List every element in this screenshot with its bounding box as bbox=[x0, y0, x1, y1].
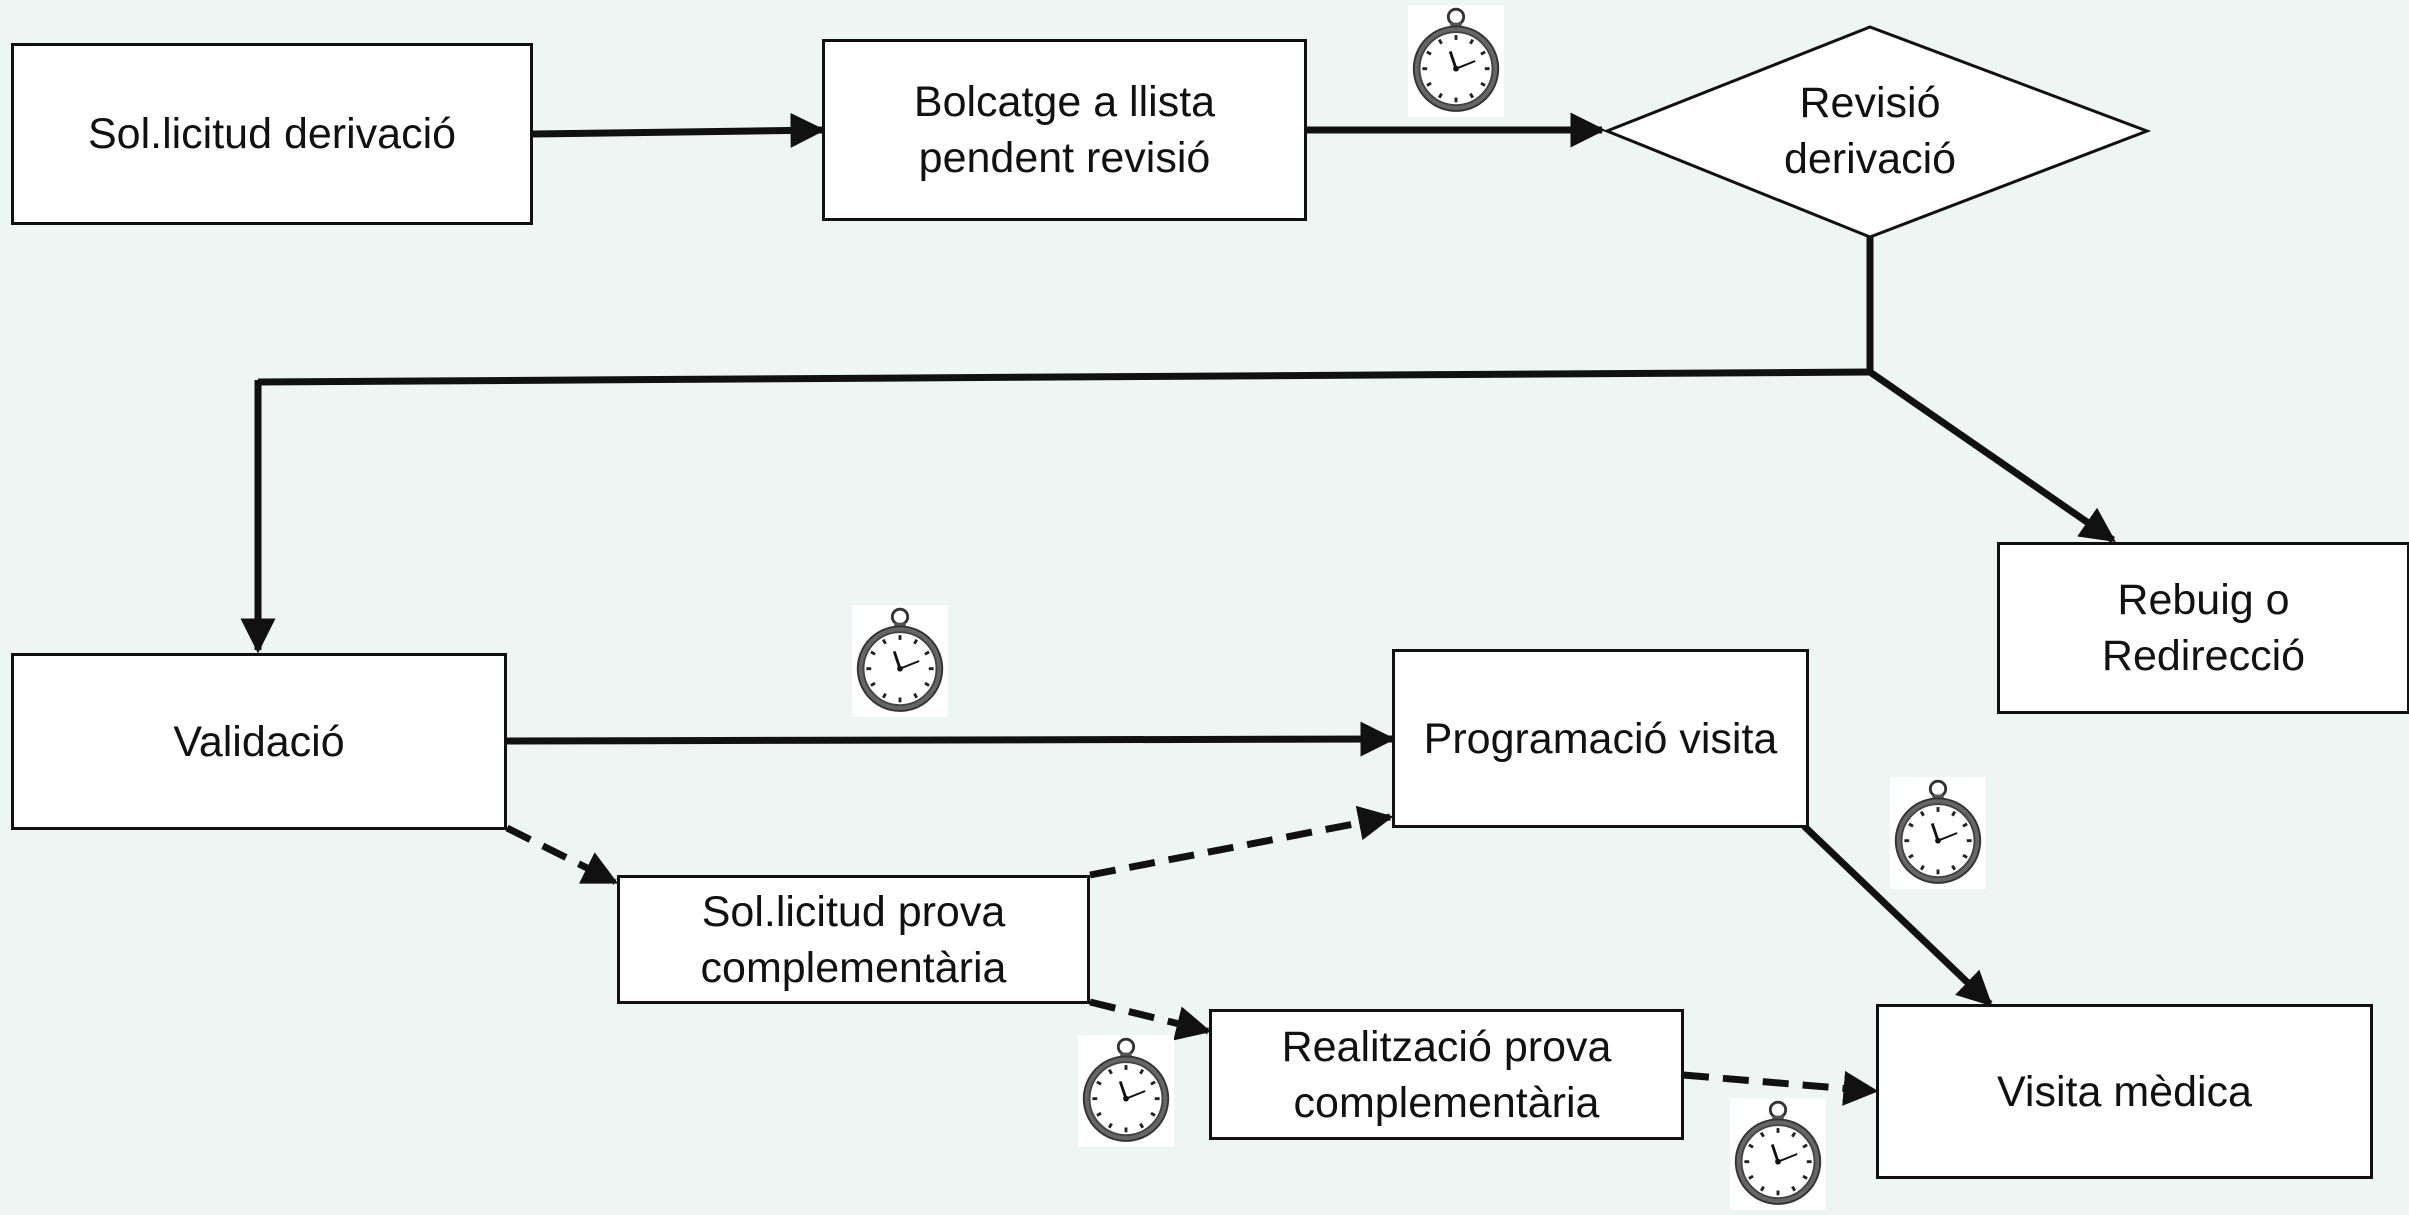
node-revisio: Revisió derivació bbox=[1720, 75, 2020, 187]
node-programacio-label: Programació visita bbox=[1423, 714, 1778, 763]
line-branch-horizontal bbox=[257, 368, 1871, 386]
arrow-validacio-to-programacio bbox=[506, 721, 1396, 757]
node-solicitud-derivacio-label: Sol.licitud derivació bbox=[87, 110, 457, 158]
decision-diamond bbox=[1602, 25, 2152, 239]
node-solicitud-prova: Sol.licitud prova complementària bbox=[617, 875, 1090, 1004]
stopwatch-icon bbox=[1408, 5, 1504, 117]
arrow-to-rebuig bbox=[1868, 369, 2116, 543]
node-rebuig-label: Rebuig o Redirecció bbox=[2101, 576, 2306, 680]
arrow-programacio-to-visita bbox=[1801, 823, 1993, 1007]
stopwatch-icon bbox=[1890, 777, 1986, 889]
stopwatch-icon bbox=[1078, 1035, 1174, 1147]
node-validacio-label: Validació bbox=[173, 717, 345, 766]
node-solicitud-prova-label: Sol.licitud prova complementària bbox=[700, 887, 1007, 992]
stopwatch-icon bbox=[852, 605, 948, 717]
node-realitzacio-prova-label: Realització prova complementària bbox=[1281, 1022, 1612, 1127]
dashed-solprova-to-programacio bbox=[1089, 805, 1394, 879]
stopwatch-icon bbox=[1730, 1098, 1826, 1210]
node-visita-medica-label: Visita mèdica bbox=[1997, 1067, 2252, 1116]
node-rebuig: Rebuig o Redirecció bbox=[1997, 542, 2409, 714]
node-solicitud-derivacio: Sol.licitud derivació bbox=[11, 43, 533, 225]
arrow-solicitud-to-bolcatge bbox=[532, 112, 826, 148]
node-bolcatge: Bolcatge a llista pendent revisió bbox=[822, 39, 1307, 221]
dashed-solprova-to-realitzacio bbox=[1089, 998, 1212, 1041]
dashed-validacio-to-solprova bbox=[505, 824, 619, 886]
node-validacio: Validació bbox=[11, 653, 507, 830]
node-bolcatge-label: Bolcatge a llista pendent revisió bbox=[913, 78, 1216, 182]
dashed-realitzacio-to-visita bbox=[1682, 1070, 1879, 1106]
node-realitzacio-prova: Realització prova complementària bbox=[1209, 1009, 1684, 1140]
node-visita-medica: Visita mèdica bbox=[1876, 1004, 2373, 1179]
node-programacio: Programació visita bbox=[1392, 649, 1809, 828]
node-revisio-label: Revisió derivació bbox=[1783, 79, 1957, 183]
